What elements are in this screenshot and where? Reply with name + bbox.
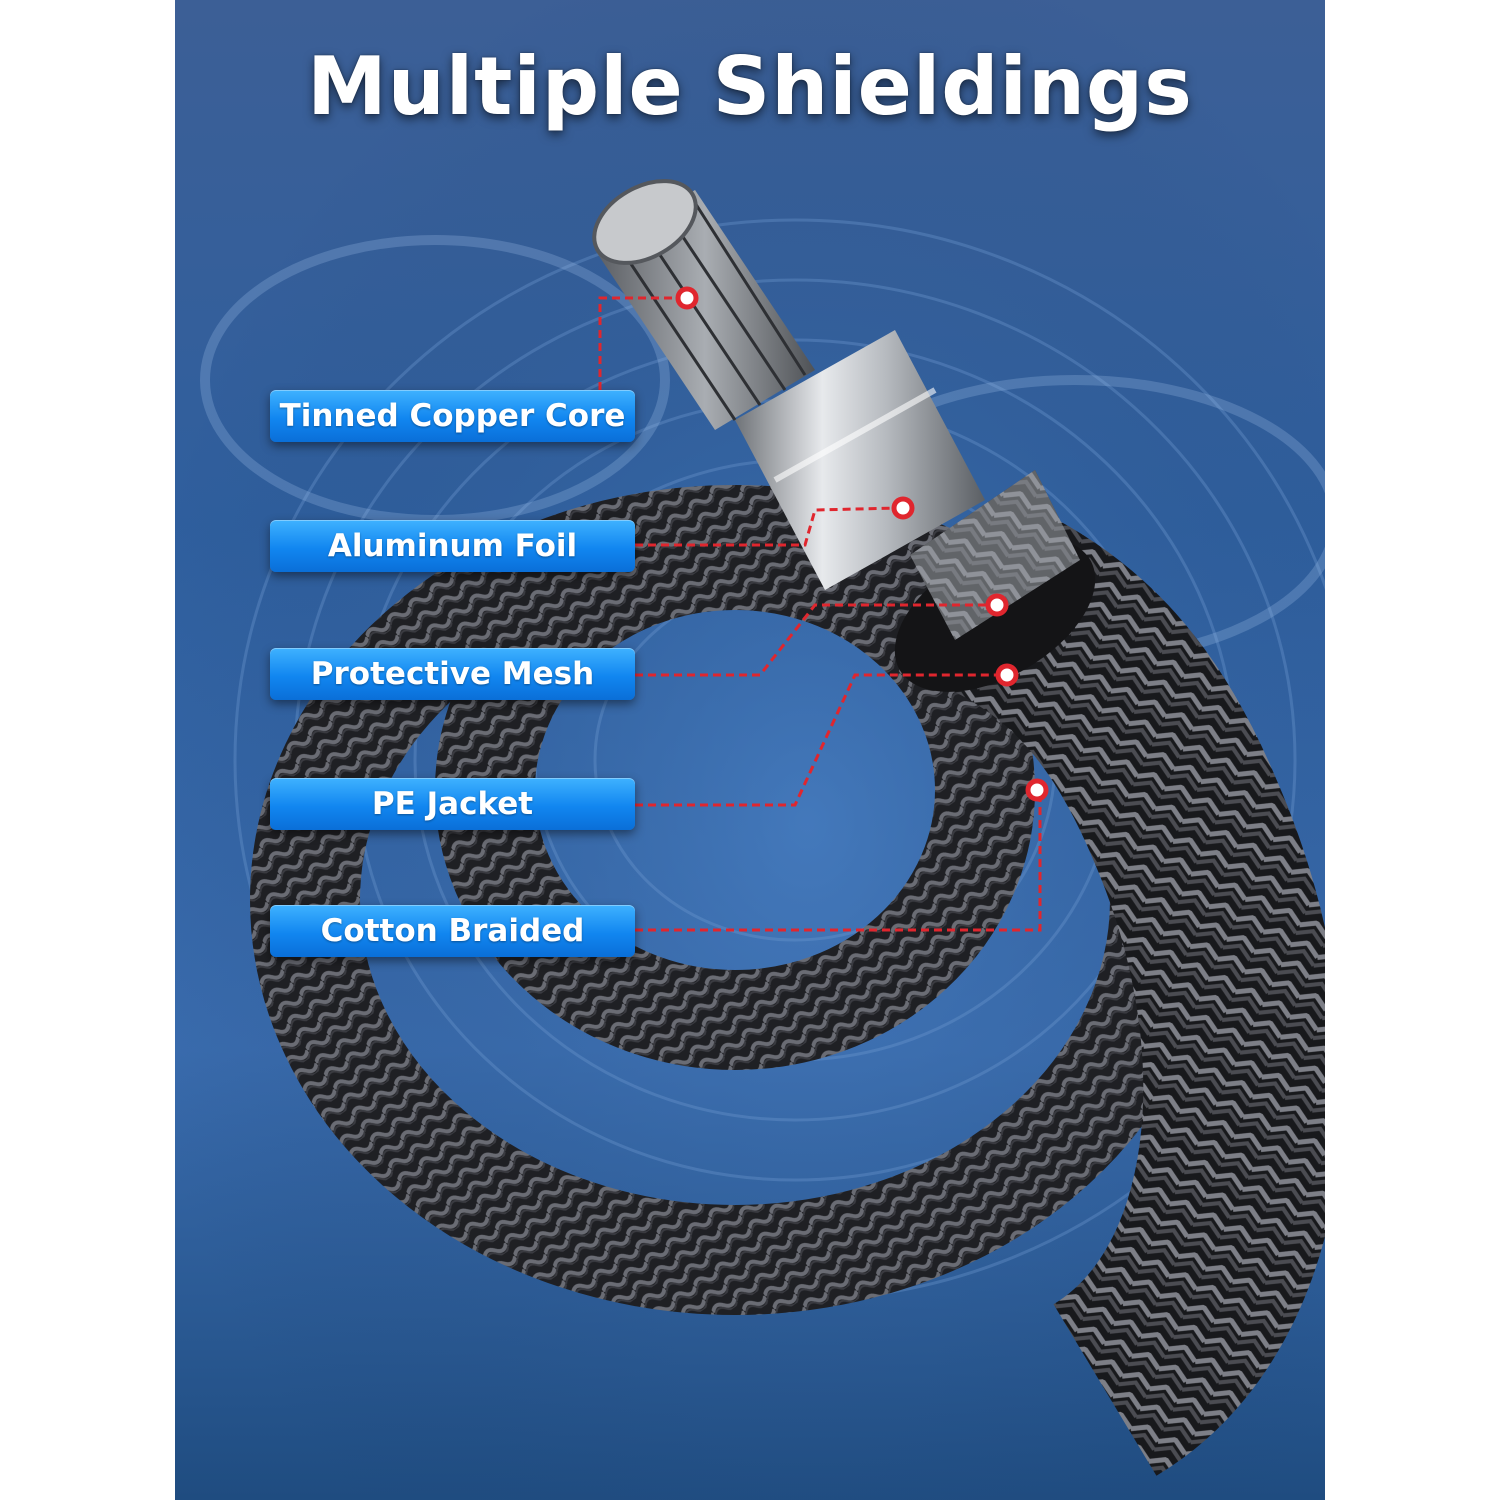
product-panel: Multiple Shieldings Tinned Copper Core A… — [175, 0, 1325, 1500]
label-protective-mesh: Protective Mesh — [270, 648, 635, 700]
label-pe-jacket: PE Jacket — [270, 778, 635, 830]
label-aluminum-foil: Aluminum Foil — [270, 520, 635, 572]
label-tinned-copper-core: Tinned Copper Core — [270, 390, 635, 442]
background-illustration — [175, 0, 1325, 1500]
page-title: Multiple Shieldings — [307, 40, 1193, 133]
label-cotton-braided: Cotton Braided — [270, 905, 635, 957]
